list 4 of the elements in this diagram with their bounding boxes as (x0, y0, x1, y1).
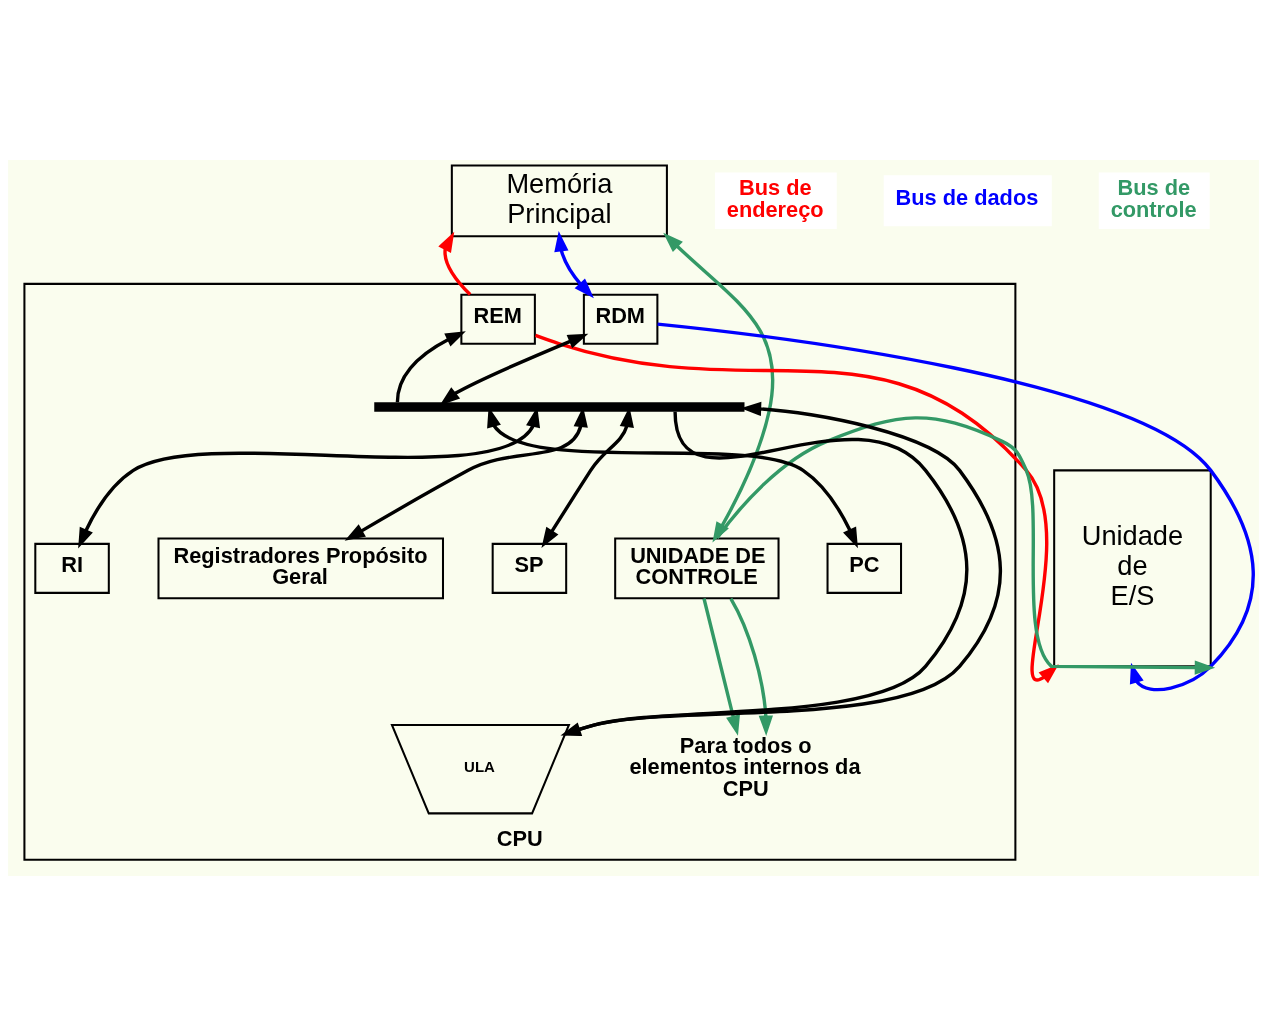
label: Bus de dados (895, 184, 1039, 210)
node-text: Para todos o elementos internos da CPU (629, 732, 861, 801)
label: Bus de endereço (726, 174, 824, 222)
label: Bus de controle (1110, 174, 1197, 222)
